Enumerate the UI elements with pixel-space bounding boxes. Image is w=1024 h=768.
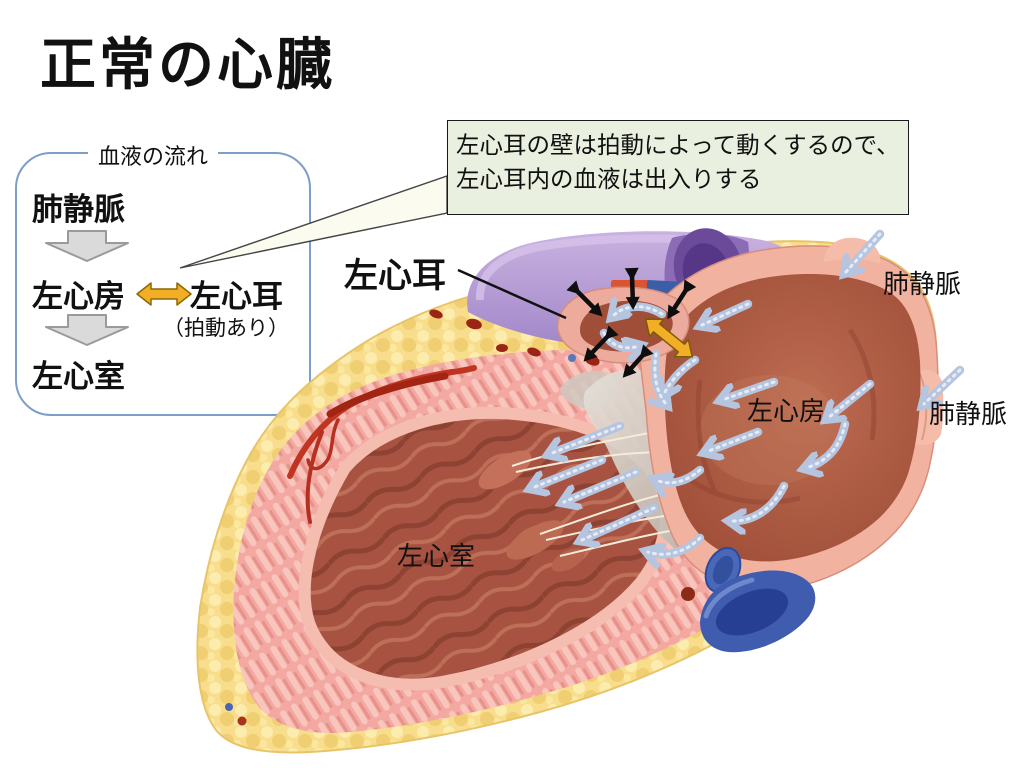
- flow-item-left-atrium: 左心房: [32, 279, 125, 314]
- label-pulmonary-vein-top: 肺静脈: [883, 269, 962, 299]
- appendage-exchange-arrow-icon: [644, 318, 694, 358]
- coronary-artery: [287, 365, 477, 524]
- flow-arrow-down-icon: [45, 314, 129, 346]
- pulmonary-artery: [467, 228, 801, 349]
- label-left-ventricle: 左心室: [397, 541, 476, 571]
- pulsation-arrows: [566, 267, 697, 378]
- flow-item-left-appendage: 左心耳: [190, 279, 283, 314]
- blood-flow-box-legend: 血液の流れ: [88, 139, 219, 171]
- flow-item-pulmonary-vein: 肺静脈: [32, 192, 125, 227]
- label-left-atrium: 左心房: [747, 396, 826, 426]
- callout-line-2: 左心耳内の血液は出入りする: [456, 166, 762, 192]
- exchange-arrow-icon: [136, 282, 192, 306]
- left-atrial-appendage: [557, 286, 690, 364]
- blue-vessels: [700, 547, 816, 653]
- flow-item-left-ventricle: 左心室: [32, 359, 125, 394]
- appendage-pointer-line: [457, 268, 567, 320]
- flow-note-pulsation: （拍動あり）: [163, 317, 289, 340]
- label-left-appendage: 左心耳: [344, 257, 446, 295]
- mitral-valve: [478, 369, 715, 572]
- callout-line-1: 左心耳の壁は拍動によって動くするので、: [456, 132, 900, 158]
- label-pulmonary-vein-right: 肺静脈: [929, 399, 1008, 429]
- page-title: 正常の心臓: [40, 33, 335, 96]
- callout-box: 左心耳の壁は拍動によって動くするので、 左心耳内の血液は出入りする: [447, 120, 909, 215]
- flow-arrow-down-icon: [45, 230, 129, 262]
- left-ventricle-cavity: [298, 407, 672, 691]
